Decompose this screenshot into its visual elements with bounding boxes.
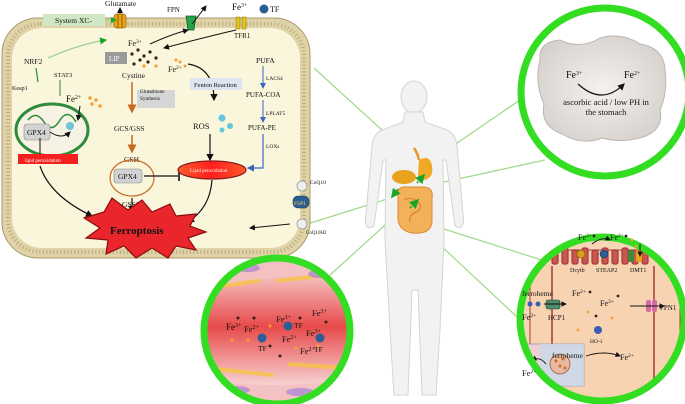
lipid-peroxidation-oval <box>177 160 247 180</box>
gut-fe2-left-label: Fe2+ <box>522 312 536 322</box>
blood-tf-c-label: TF <box>314 345 323 354</box>
glutathione-cycle <box>109 159 155 197</box>
blood-transferrin-b-icon <box>283 321 293 331</box>
transferrin-icon <box>259 4 269 14</box>
gut-fe3-label: Fe3+ <box>578 233 592 242</box>
gut-fe3-mid-label: Fe3+ <box>600 299 614 308</box>
fpn1-label: FPN1 <box>660 304 677 312</box>
blood-tf-a-label: TF <box>258 344 267 353</box>
gut-fe2-inset-label: Fe2+ <box>522 368 536 378</box>
fe3-lip-label: Fe3+ <box>128 39 142 48</box>
dmt1-label: DMT1 <box>630 268 646 274</box>
lip-label: LIP <box>109 55 120 63</box>
gpx4-box <box>113 168 143 184</box>
system-xc-transporter <box>113 13 127 29</box>
loxs-label: LOXs <box>266 144 279 150</box>
blood-fe3-a-label: Fe3+ <box>226 322 242 332</box>
hcp1-label: HCP1 <box>548 314 566 322</box>
stomach-fe2-label: Fe2+ <box>624 70 641 81</box>
pufa-label: PUFA <box>256 56 275 65</box>
coq10h2-label: CoQ10H2 <box>306 231 327 236</box>
pufa-coa-label: PUFA-COA <box>246 91 281 99</box>
gpx4-mito-label: GPX4 <box>27 128 46 137</box>
stomach-reduction-arrow <box>577 83 625 96</box>
nrf2-label: NRF2 <box>24 57 43 66</box>
steap2-label: STEAP2 <box>596 268 617 274</box>
digestive-organs <box>391 147 433 234</box>
liver-icon <box>392 170 416 184</box>
ferroptosis-burst <box>82 197 208 259</box>
cell-panel: Glutamate System XC- FPN Fe3+ TF TFR1 NR… <box>1 0 327 259</box>
lip-box <box>105 52 127 64</box>
blood-fe2-c-label: Fe2+ <box>300 346 316 356</box>
stomach-panel: Fe3+ Fe2+ ascorbic acid / low PH in the … <box>517 4 685 180</box>
ho1-label: HO-1 <box>590 339 603 345</box>
lacs4-label: LACS4 <box>266 76 283 82</box>
fpn-label: FPN <box>167 6 180 14</box>
blood-fe2-a-label: Fe2+ <box>244 324 260 334</box>
coq10-label: CoQ10 <box>310 180 326 186</box>
lipid-peroxidation-label: Lipid peroxidation <box>190 169 228 174</box>
stomach-caption: ascorbic acid / low PH in the stomach <box>563 97 649 117</box>
lplat5-label: LPLAT5 <box>266 111 286 117</box>
mitochondrion: GPX4 <box>14 102 90 158</box>
human-body-silhouette <box>364 80 464 396</box>
cystine-label: Cystine <box>122 71 146 80</box>
blood-transferrin-a-icon <box>257 333 267 343</box>
gut-fe2-right-label: Fe2+ <box>620 353 634 362</box>
gpx4-label: GPX4 <box>118 172 137 181</box>
stat3-label: STAT3 <box>54 72 72 79</box>
fsp1-label: FSP1 <box>294 201 306 207</box>
gut-fe2-top-label: Fe2+ <box>610 233 624 242</box>
blood-iron-dots <box>230 316 328 358</box>
fe2-mito-label: Fe2+ <box>66 94 82 104</box>
tf-label: TF <box>270 5 280 14</box>
steap2-icon <box>599 249 609 259</box>
tfr1-label: TFR1 <box>234 32 251 40</box>
glutamate-label: Glutamate <box>105 0 137 8</box>
intestine-panel: Fe3+ Fe2+ Dcytb STEAP2 DMT1 ferroheme Fe… <box>516 233 685 404</box>
lipid-peroxidation-mito-label: lipid peroxidation <box>25 159 61 164</box>
ferroheme-bottom-label: ferroheme <box>552 351 583 360</box>
fenton-reaction-box <box>190 78 242 90</box>
glutathione-synthesis-box <box>137 90 175 108</box>
blood-fe2-b-label: Fe2+ <box>282 334 298 344</box>
blood-fe3-b-label: Fe3+ <box>276 314 292 324</box>
ho1-icon <box>594 326 602 334</box>
fenton-reaction-label: Fenton Reaction <box>194 82 238 89</box>
ros-label: ROS <box>193 121 210 131</box>
dcytb-label: Dcytb <box>570 268 585 274</box>
blood-vessel-panel: Fe3+ Fe2+ TF Fe3+ TF Fe3+ Fe2+ Fe3+ TF F… <box>200 254 354 404</box>
glutathione-synthesis-label: Glutathione Synthesis <box>140 89 165 102</box>
keap1-label: Keap1 <box>12 86 28 92</box>
blood-transferrin-c-icon <box>315 333 325 343</box>
intestine-icon <box>397 186 433 234</box>
fpn-channel-icon <box>185 15 197 31</box>
blood-fe3-d-label: Fe3+ <box>306 328 322 338</box>
dcytb-icon <box>576 249 586 259</box>
system-xc-label-box <box>43 14 105 26</box>
blood-tf-b-label: TF <box>294 321 303 330</box>
stomach-lumen <box>537 35 667 142</box>
fsp1-icon <box>292 195 310 209</box>
tfr1-receptor-icon <box>235 16 247 30</box>
system-xc-label: System XC- <box>55 16 92 25</box>
gcs-gss-label: GCS/GSS <box>114 124 144 133</box>
ferroptosis-label: Ferroptosis <box>110 225 164 237</box>
fe2-cyto-label: Fe2+ <box>168 65 182 74</box>
labile-iron-dots <box>130 48 158 66</box>
blood-fe3-c-label: Fe3+ <box>312 308 328 318</box>
ros-bubbles <box>218 114 233 133</box>
fe3-extracellular-label: Fe3+ <box>232 2 248 12</box>
stomach-fe3-label: Fe3+ <box>566 70 583 81</box>
gut-fe2-mid-label: Fe2+ <box>572 289 586 298</box>
lipid-peroxidation-mito-box <box>18 154 78 164</box>
pufa-pe-label: PUFA-PE <box>248 124 276 132</box>
ferroheme-top-label: ferroheme <box>522 289 553 298</box>
esophagus-icon <box>412 147 421 161</box>
hcp1-transporter-icon <box>545 299 561 310</box>
